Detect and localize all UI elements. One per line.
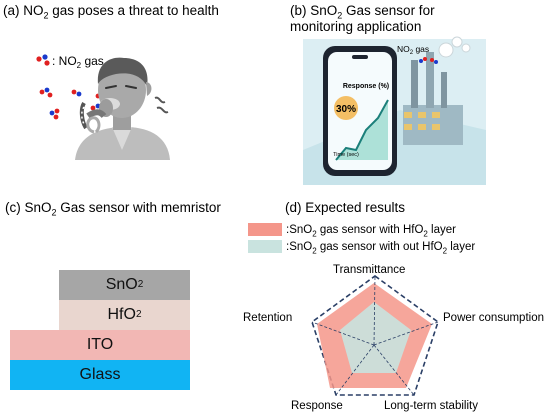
phone-response-label: Response (%) xyxy=(343,83,389,90)
radar-label-transmittance: Transmittance xyxy=(333,264,406,276)
radar-label-long-term-stability: Long-term stability xyxy=(384,400,478,412)
stack-layer-ito: ITO xyxy=(10,330,190,360)
panel-a-caption: (a) NO2 gas poses a threat to health xyxy=(3,3,219,21)
radar-label-power-consumption: Power consumption xyxy=(443,312,544,324)
radar-axis xyxy=(311,321,375,346)
legend-without-hfo2: :SnO2 gas sensor with out HfO2 layer xyxy=(248,240,476,255)
no2-legend-label: : NO2 gas xyxy=(52,54,104,70)
legend-with-hfo2: :SnO2 gas sensor with HfO2 layer xyxy=(248,223,456,238)
radar-chart xyxy=(311,275,439,396)
radar-label-response: Response xyxy=(291,400,343,412)
phone-time-label: Time (sec) xyxy=(333,152,359,158)
sensor-monitoring-illustration: NO2 gas Response (%) 30% Time (sec) xyxy=(303,36,486,185)
stack-layer-glass: Glass xyxy=(10,360,190,390)
factory-no2-label: NO2 gas xyxy=(397,44,429,56)
radar-outer-outline xyxy=(311,275,439,396)
panel-d-caption: (d) Expected results xyxy=(285,200,406,215)
person-coughing-icon xyxy=(75,57,170,160)
radar-axis xyxy=(373,344,415,396)
radar-label-retention: Retention xyxy=(243,312,293,324)
legend-swatch-with xyxy=(248,223,282,236)
panel-c-caption: (c) SnO2 Gas sensor with memristor xyxy=(5,200,221,218)
radar-without-hfo2-area xyxy=(340,302,411,373)
legend-label-without: :SnO2 gas sensor with out HfO2 layer xyxy=(286,240,476,255)
radar-axis xyxy=(373,321,439,346)
radar-axis xyxy=(335,344,375,396)
legend-label-with: :SnO2 gas sensor with HfO2 layer xyxy=(286,223,456,238)
radar-axis xyxy=(373,275,376,346)
no2-molecules xyxy=(39,87,111,120)
legend-swatch-without xyxy=(248,240,282,253)
no2-legend-molecule-icon xyxy=(36,54,50,66)
panel-b-caption: (b) SnO2 Gas sensor for monitoring appli… xyxy=(290,3,435,34)
phone-response-value: 30% xyxy=(336,104,356,115)
